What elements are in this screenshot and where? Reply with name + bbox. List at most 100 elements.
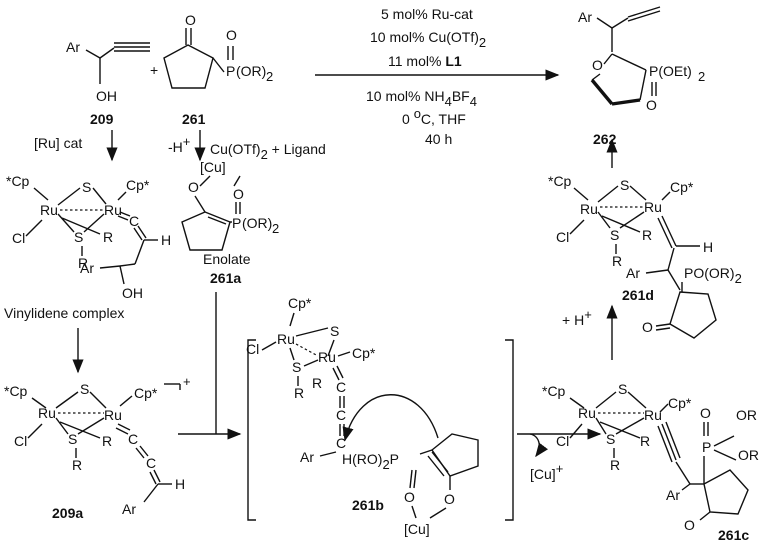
svg-text:C: C — [336, 407, 346, 423]
svg-text:R: R — [103, 229, 113, 245]
svg-text:Ar: Ar — [666, 487, 680, 503]
svg-text:*Cp: *Cp — [548, 173, 572, 189]
svg-text:Ar: Ar — [80, 260, 94, 276]
compound-261c-structure: *Cp Ru Cl S S R Ru Cp* R Ar O P O — [542, 381, 759, 543]
svg-text:R: R — [640, 433, 650, 449]
svg-text:H(RO)2P: H(RO)2P — [342, 451, 399, 472]
svg-text:R: R — [642, 227, 652, 243]
svg-text:Cl: Cl — [556, 229, 569, 245]
svg-text:Enolate: Enolate — [203, 251, 251, 267]
svg-text:2: 2 — [698, 69, 705, 84]
label-261c: 261c — [718, 527, 749, 543]
label-261b: 261b — [352, 497, 384, 513]
compound-209-structure: Ar OH 209 — [66, 39, 150, 127]
svg-text:O: O — [233, 186, 244, 202]
svg-text:Cp*: Cp* — [352, 345, 376, 361]
svg-text:S: S — [330, 323, 339, 339]
svg-text:10 mol% Cu(OTf)2: 10 mol% Cu(OTf)2 — [370, 29, 486, 50]
svg-text:PO(OR)2: PO(OR)2 — [684, 265, 742, 286]
svg-text:Cl: Cl — [12, 230, 25, 246]
svg-text:Cu(OTf)2 + Ligand: Cu(OTf)2 + Ligand — [210, 141, 326, 162]
svg-text:H: H — [703, 239, 713, 255]
svg-text:+ H+: + H+ — [562, 307, 592, 328]
svg-text:S: S — [606, 431, 615, 447]
svg-text:H: H — [161, 232, 171, 248]
svg-text:O: O — [700, 405, 711, 421]
svg-text:P(OEt): P(OEt) — [649, 63, 692, 79]
svg-text:R: R — [72, 457, 82, 473]
svg-text:C: C — [336, 435, 346, 451]
svg-text:Ar: Ar — [66, 39, 80, 55]
svg-text:R: R — [612, 253, 622, 269]
svg-text:Ar: Ar — [626, 265, 640, 281]
svg-text:-H+: -H+ — [168, 134, 190, 155]
svg-text:Ar: Ar — [300, 449, 314, 465]
svg-text:R: R — [610, 457, 620, 473]
svg-text:Ru: Ru — [104, 202, 122, 218]
svg-text:O: O — [226, 27, 237, 43]
label-209a: 209a — [52, 505, 83, 521]
svg-text:0 oC, THF: 0 oC, THF — [402, 106, 466, 127]
svg-text:OR: OR — [738, 447, 759, 463]
svg-text:(OR): (OR) — [236, 63, 266, 79]
svg-text:OH: OH — [122, 285, 143, 301]
reaction-conditions: 5 mol% Ru-cat 10 mol% Cu(OTf)2 11 mol% L… — [366, 6, 486, 147]
label-261d: 261d — [622, 287, 654, 303]
svg-text:Ru: Ru — [578, 405, 596, 421]
compound-262-structure: Ar O P(OEt) 2 O 262 — [578, 6, 705, 147]
svg-text:C: C — [146, 455, 156, 471]
label-262: 262 — [593, 131, 617, 147]
svg-text:S: S — [610, 227, 619, 243]
svg-text:5 mol% Ru-cat: 5 mol% Ru-cat — [381, 6, 473, 22]
svg-text:40 h: 40 h — [425, 131, 452, 147]
svg-text:O: O — [642, 319, 653, 335]
svg-text:*Cp: *Cp — [4, 383, 28, 399]
svg-text:(OR): (OR) — [242, 215, 272, 231]
svg-text:Ru: Ru — [38, 405, 56, 421]
svg-text:O: O — [188, 179, 199, 195]
svg-text:Ru: Ru — [580, 201, 598, 217]
svg-text:P: P — [226, 63, 235, 79]
compound-261-structure: O P (OR) 2 O 261 — [163, 12, 273, 127]
svg-text:Ru: Ru — [644, 407, 662, 423]
svg-text:Ru: Ru — [104, 407, 122, 423]
svg-text:Cp*: Cp* — [288, 295, 312, 311]
svg-text:10 mol% NH4BF4: 10 mol% NH4BF4 — [366, 88, 477, 109]
svg-text:Cl: Cl — [556, 433, 569, 449]
svg-text:C: C — [336, 379, 346, 395]
svg-text:C: C — [129, 213, 139, 229]
svg-text:OR: OR — [736, 407, 757, 423]
svg-text:P: P — [702, 439, 711, 455]
svg-text:Ru: Ru — [277, 331, 295, 347]
svg-text:R: R — [312, 375, 322, 391]
label-261: 261 — [182, 111, 206, 127]
svg-text:O: O — [185, 12, 196, 28]
svg-text:O: O — [592, 57, 603, 73]
svg-text:S: S — [68, 431, 77, 447]
svg-text:S: S — [82, 179, 91, 195]
svg-text:2: 2 — [266, 69, 273, 84]
svg-text:S: S — [80, 381, 89, 397]
svg-text:S: S — [292, 359, 301, 375]
svg-text:Cl: Cl — [14, 433, 27, 449]
compound-261d-structure: *Cp Ru Cl S S R Ru Cp* R H Ar PO(OR)2 O … — [548, 173, 742, 339]
svg-text:[Cu]+: [Cu]+ — [530, 461, 563, 482]
svg-text:+: + — [183, 374, 191, 389]
svg-text:Ru: Ru — [644, 199, 662, 215]
svg-text:R: R — [102, 433, 112, 449]
svg-text:S: S — [620, 177, 629, 193]
plus-sign: + — [150, 62, 158, 78]
compound-261a-structure: [Cu] O O P (OR) 2 Enolate 261a — [181, 159, 279, 286]
svg-text:OH: OH — [96, 88, 117, 104]
svg-text:S: S — [618, 381, 627, 397]
svg-text:P: P — [232, 215, 241, 231]
vinylidene-complex-structure: *Cp Ru Cl S S R Ru Cp* R C H Ar OH — [6, 173, 171, 301]
svg-text:Ar: Ar — [122, 501, 136, 517]
label-vinylidene-complex: Vinylidene complex — [4, 305, 124, 321]
svg-text:C: C — [128, 431, 138, 447]
svg-text:Ru: Ru — [40, 202, 58, 218]
compound-261b-structure: Cp* Cl Ru S S R Ru Cp* R C C C Ar H(RO)2… — [246, 295, 514, 537]
svg-text:Cp*: Cp* — [134, 385, 158, 401]
label-ru-cat: [Ru] cat — [34, 135, 82, 151]
